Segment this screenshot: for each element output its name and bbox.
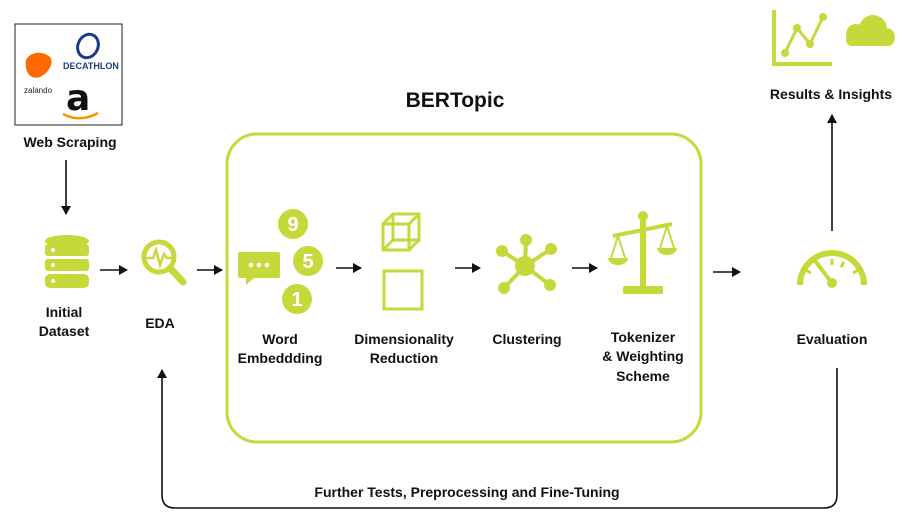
gauge-icon: [797, 250, 867, 288]
clustering-label: Clustering: [492, 331, 561, 347]
line-chart-icon: [772, 10, 832, 66]
feedback-loop-arrow: [157, 368, 838, 509]
tokenizer-label-line1: Tokenizer: [611, 329, 676, 345]
web-scraping-label: Web Scraping: [23, 134, 116, 150]
svg-text:1: 1: [291, 289, 302, 311]
svg-text:9: 9: [287, 214, 298, 236]
amazon-smile-icon: [62, 111, 99, 120]
tokenizer-label-line3: Scheme: [616, 368, 670, 384]
cloud-icon: [846, 15, 895, 46]
balance-scale-icon: [608, 211, 677, 294]
bertopic-container: [225, 132, 703, 444]
initial-dataset-label-line2: Dataset: [39, 323, 90, 339]
initial-dataset-label-line1: Initial: [46, 304, 83, 320]
cube-icon: [381, 212, 421, 252]
eda-magnifier-icon: [141, 239, 187, 286]
svg-text:5: 5: [302, 251, 313, 273]
results-insights-label: Results & Insights: [770, 86, 892, 102]
database-icon: [45, 235, 89, 288]
word-embedding-label-line2: Embeddding: [238, 350, 323, 366]
evaluation-label: Evaluation: [797, 331, 868, 347]
amazon-wordmark: a: [66, 78, 90, 119]
dimensionality-label-line2: Reduction: [370, 350, 438, 366]
dimensionality-label-line1: Dimensionality: [354, 331, 454, 347]
chat-bubble-icon: [238, 252, 280, 285]
word-embedding-label-line1: Word: [262, 331, 298, 347]
web-scraping-logos: zalando DECATHLON a: [14, 23, 123, 126]
embedding-number-1: 1: [282, 284, 312, 314]
decathlon-logo: DECATHLON: [63, 32, 119, 71]
eda-label: EDA: [145, 315, 175, 331]
bertopic-title: BERTopic: [406, 89, 505, 112]
zalando-wordmark: zalando: [24, 86, 53, 95]
feedback-loop-label: Further Tests, Preprocessing and Fine-Tu…: [314, 484, 619, 500]
square-icon: [382, 269, 424, 311]
embedding-number-5: 5: [293, 246, 323, 276]
embedding-number-9: 9: [278, 209, 308, 239]
zalando-logo: zalando: [24, 52, 53, 95]
tokenizer-label-line2: & Weighting: [602, 348, 683, 364]
amazon-logo: a: [62, 78, 99, 120]
network-hub-icon: [496, 234, 557, 294]
decathlon-wordmark: DECATHLON: [63, 61, 119, 71]
